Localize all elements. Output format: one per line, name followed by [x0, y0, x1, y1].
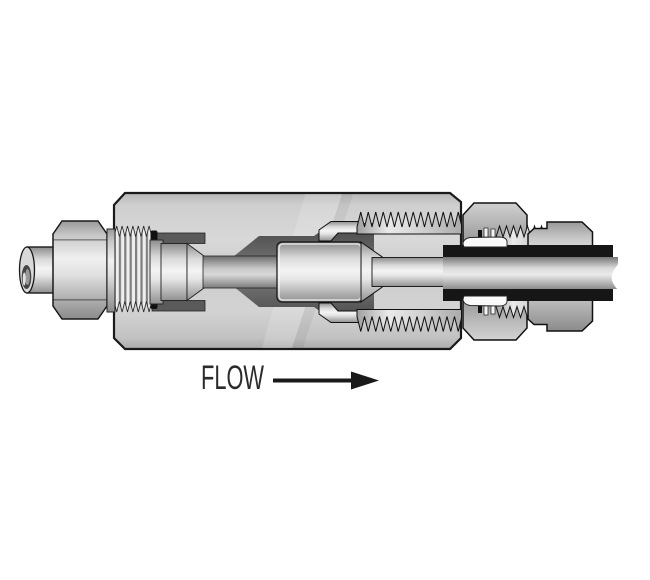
element-outlet-stem	[371, 257, 445, 287]
flow-annotation: FLOW	[201, 359, 379, 397]
front-ferrule-top	[462, 236, 508, 248]
left-male-connector	[113, 225, 279, 313]
left-tube-bore-center	[25, 269, 30, 285]
outlet-tube-break-cut	[609, 241, 650, 304]
outlet-tube-wall-top	[443, 245, 613, 257]
left-nut-washer	[106, 228, 116, 313]
left-tube-bore-highlight	[22, 272, 26, 286]
adapter-shoulders	[318, 221, 360, 323]
thread-engagement	[356, 211, 462, 332]
outlet-tube-bore	[443, 257, 618, 289]
o-ring-top	[150, 230, 158, 241]
back-ferrule-post1-top	[483, 227, 489, 238]
back-ferrule-post2-bottom	[490, 305, 496, 315]
right-ferrules	[462, 227, 508, 316]
flow-label: FLOW	[201, 359, 264, 397]
left-hex-nut	[52, 220, 108, 320]
left-male-threads	[113, 225, 153, 313]
thread-engagement-bottom	[356, 309, 462, 332]
front-ferrule-bottom	[462, 295, 508, 307]
internal-element	[276, 241, 445, 303]
back-ferrule-post2-top	[490, 228, 496, 238]
left-tube-assembly	[18, 220, 116, 320]
left-nut-facet-line-bottom	[53, 299, 107, 301]
back-ferrule-post1-bottom	[483, 305, 489, 316]
left-nut-facet-line-top	[53, 239, 107, 241]
thread-engagement-top	[356, 211, 462, 235]
connector-stem	[202, 255, 279, 289]
connector-nose-body	[160, 243, 188, 301]
outlet-tube	[443, 241, 650, 304]
back-ferrule-mark-top	[478, 230, 482, 237]
element-cylinder	[276, 241, 364, 303]
flow-arrow-head	[351, 371, 379, 390]
back-ferrule-mark-bottom	[478, 306, 482, 313]
